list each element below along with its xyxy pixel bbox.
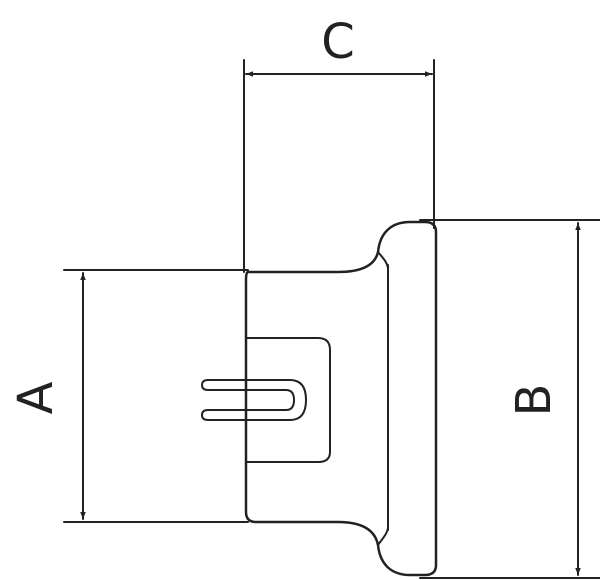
dimension-label-c: C [321,14,355,70]
flange-inner-curve-bottom [377,527,389,546]
dimension-label-b: B [506,384,562,417]
contact-pin-clip [201,379,307,421]
contact-housing-outline [245,337,331,463]
part-body-outline [244,220,438,577]
extension-lines [63,59,600,579]
dimension-label-a: A [8,381,64,414]
flange-inner-curve-top [377,251,389,269]
part-outline [201,220,438,577]
dimension-lines [80,71,581,576]
